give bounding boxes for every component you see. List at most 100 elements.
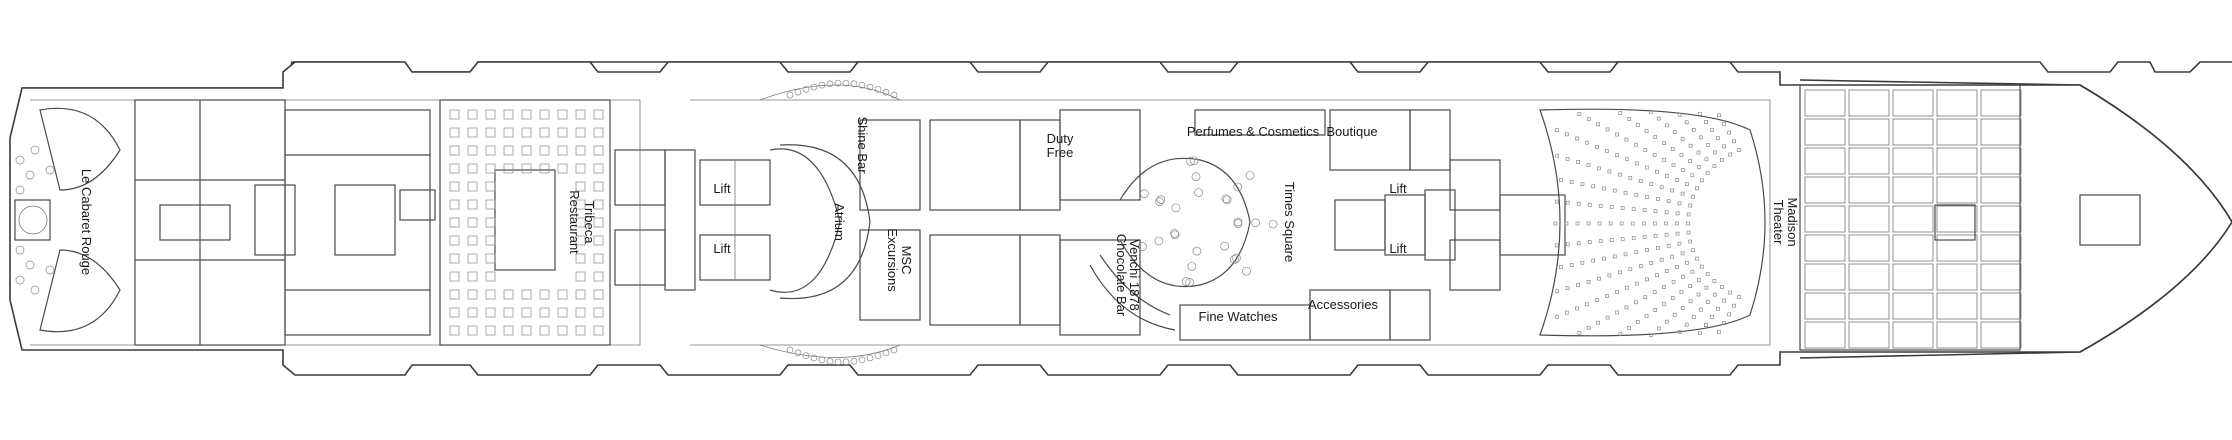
table xyxy=(45,265,55,275)
seat xyxy=(1649,182,1654,186)
room xyxy=(1892,234,1934,262)
room xyxy=(1936,263,1978,291)
seat xyxy=(1587,240,1592,245)
seat xyxy=(874,86,882,93)
seat xyxy=(1679,153,1684,157)
seat xyxy=(866,354,874,362)
table xyxy=(25,170,35,180)
seat xyxy=(1171,203,1181,213)
seat xyxy=(1699,264,1704,269)
seat xyxy=(1268,219,1278,229)
seat xyxy=(1627,326,1631,330)
label-lift-2: Lift xyxy=(713,241,731,256)
table xyxy=(449,307,460,318)
seat xyxy=(1704,120,1708,124)
seat xyxy=(1681,168,1685,173)
label-madison: Madison xyxy=(1785,197,1800,246)
table xyxy=(485,109,496,120)
seat xyxy=(1576,201,1581,206)
table xyxy=(30,145,40,155)
seat xyxy=(1680,251,1685,256)
seat xyxy=(1659,257,1664,262)
seat xyxy=(1615,132,1619,137)
table xyxy=(557,307,568,318)
seat xyxy=(1645,248,1649,252)
seat xyxy=(1612,188,1617,193)
room xyxy=(1936,321,1978,349)
table xyxy=(521,163,532,174)
seat xyxy=(1672,313,1677,317)
table xyxy=(449,181,460,192)
table xyxy=(449,289,460,300)
seat xyxy=(858,356,866,364)
room xyxy=(1804,118,1846,146)
room xyxy=(1804,292,1846,320)
seat xyxy=(1713,150,1717,155)
seat xyxy=(1670,254,1674,259)
seat xyxy=(1671,280,1676,284)
seat xyxy=(818,356,826,364)
label-lift-4: Lift xyxy=(1389,241,1407,256)
seat xyxy=(1722,321,1726,325)
seat xyxy=(802,352,810,359)
table xyxy=(467,253,478,264)
seat xyxy=(1598,204,1603,208)
table xyxy=(557,109,568,120)
seat xyxy=(834,79,842,87)
seat xyxy=(1642,234,1647,239)
table xyxy=(467,271,478,282)
seat xyxy=(1618,111,1623,115)
seat xyxy=(1595,144,1599,149)
seat xyxy=(1628,175,1633,180)
seat xyxy=(1576,283,1580,287)
seat xyxy=(1655,169,1659,174)
seat xyxy=(850,80,858,88)
seat xyxy=(1685,182,1689,187)
seat xyxy=(1620,206,1625,210)
seat xyxy=(1732,303,1736,308)
seat xyxy=(1664,123,1669,128)
seat xyxy=(1555,289,1559,294)
room xyxy=(1892,118,1934,146)
room xyxy=(1980,118,2022,146)
table xyxy=(575,307,586,318)
room xyxy=(1980,89,2022,117)
seat xyxy=(1633,300,1638,305)
room xyxy=(1892,176,1934,204)
seat xyxy=(1666,199,1671,204)
table xyxy=(575,199,586,210)
room xyxy=(1804,176,1846,204)
seat xyxy=(1585,302,1589,307)
seat xyxy=(1242,266,1251,276)
room xyxy=(1980,292,2022,320)
seat xyxy=(1630,221,1635,226)
seat xyxy=(1635,123,1640,127)
seat xyxy=(1656,197,1660,201)
seat xyxy=(834,358,842,366)
table xyxy=(15,245,25,255)
seat xyxy=(1609,238,1614,242)
room xyxy=(1848,263,1890,291)
seat xyxy=(1625,285,1629,290)
seat xyxy=(1586,221,1591,226)
seat xyxy=(1615,290,1619,294)
table xyxy=(485,199,496,210)
label-lift-3: Lift xyxy=(1389,181,1407,196)
seat xyxy=(1140,189,1149,198)
seat xyxy=(1554,199,1559,204)
room xyxy=(1804,205,1846,233)
seat xyxy=(1717,329,1721,334)
seat xyxy=(1653,135,1658,139)
seat xyxy=(1596,320,1601,325)
seat xyxy=(1691,194,1695,199)
seat xyxy=(1643,147,1648,152)
seat xyxy=(1624,305,1629,310)
seat xyxy=(1675,211,1680,216)
seat xyxy=(810,354,818,362)
seat xyxy=(1675,231,1680,236)
room xyxy=(1804,89,1846,117)
table xyxy=(467,307,478,318)
table xyxy=(485,181,496,192)
table xyxy=(593,199,604,210)
seat xyxy=(1170,230,1180,240)
